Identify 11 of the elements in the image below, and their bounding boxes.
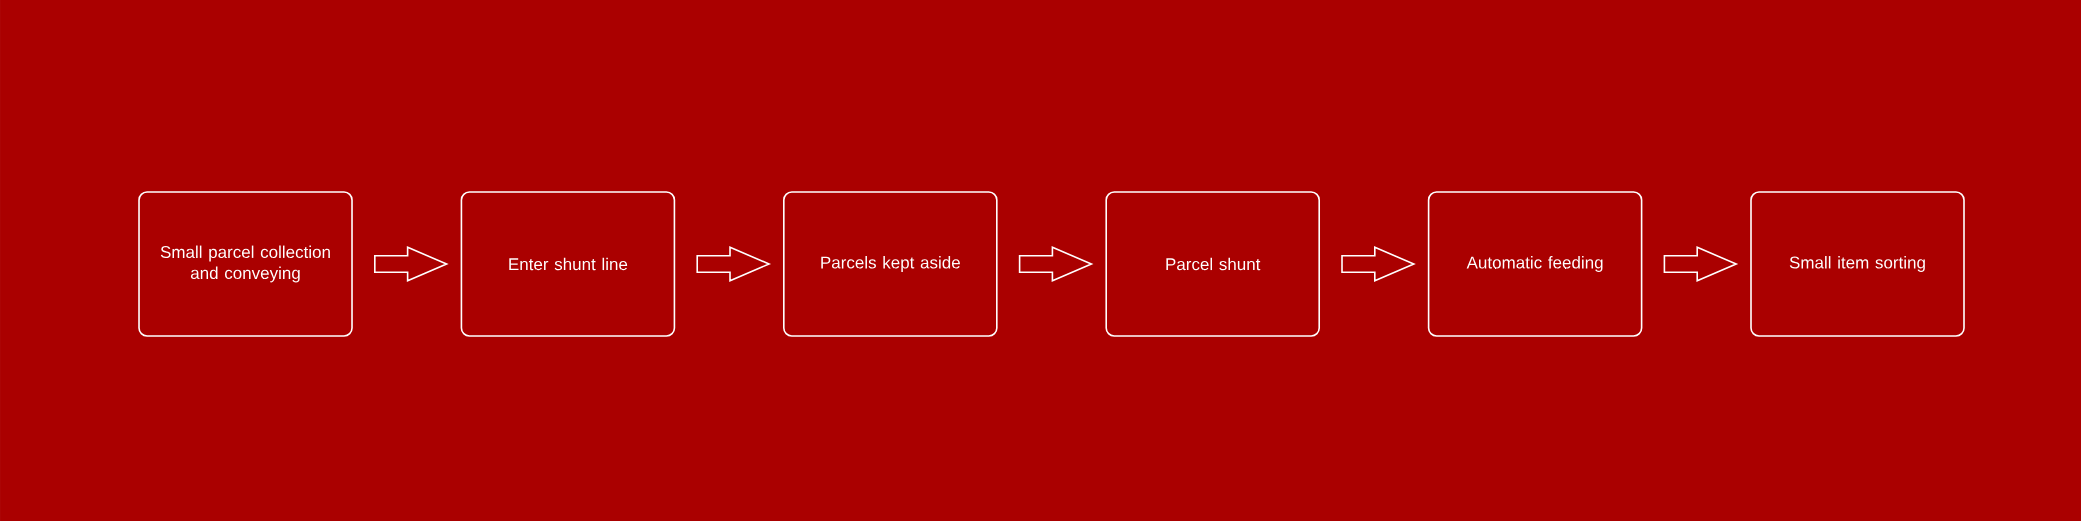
block-arrow <box>696 246 772 282</box>
process-box: Parcel shunt <box>1105 191 1320 337</box>
block-arrow <box>1018 246 1094 282</box>
block-arrow <box>1341 246 1416 282</box>
block-arrow <box>1663 246 1739 282</box>
process-box: Automatic feeding <box>1427 191 1643 337</box>
block-arrow <box>374 246 449 282</box>
process-box: Parcels kept aside <box>783 191 998 337</box>
process-box: Small item sorting <box>1750 191 1965 337</box>
process-box: Small parcel collection and conveying <box>138 191 353 337</box>
process-box: Enter shunt line <box>460 191 676 337</box>
